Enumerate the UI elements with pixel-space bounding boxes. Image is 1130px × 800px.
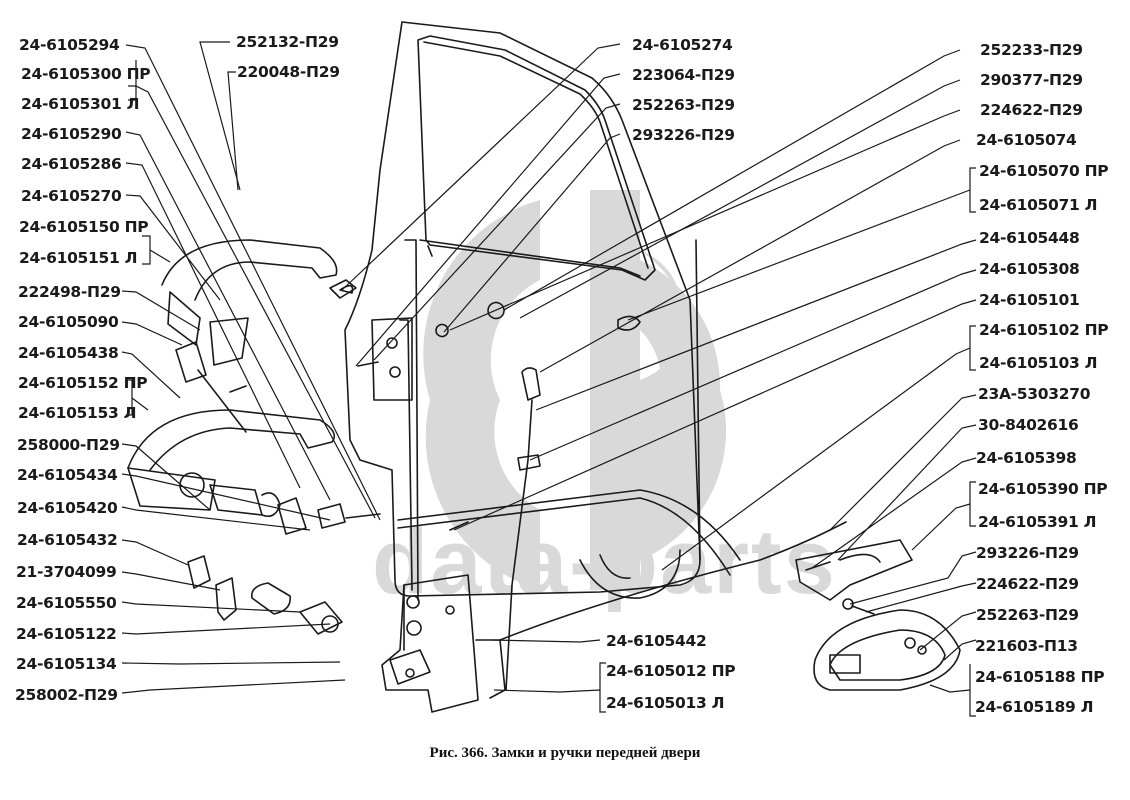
part-label: 258002-П29 xyxy=(15,686,118,704)
part-label: 24-6105308 xyxy=(979,260,1080,278)
leader-lines xyxy=(121,41,977,717)
part-label: 24-6105122 xyxy=(16,625,117,643)
part-label: 24-6105103 Л xyxy=(979,354,1098,372)
part-label: 24-6105390 ПР xyxy=(978,480,1108,498)
part-label: 24-6105151 Л xyxy=(19,249,138,267)
part-label: 24-6105134 xyxy=(16,655,117,673)
part-label: 252263-П29 xyxy=(632,96,735,114)
part-label: 24-6105070 ПР xyxy=(979,162,1109,180)
handle-bezel xyxy=(813,609,961,691)
watermark-logo xyxy=(423,190,727,590)
part-label: 293226-П29 xyxy=(976,544,1079,562)
part-label: 293226-П29 xyxy=(632,126,735,144)
lock-cylinder xyxy=(187,555,343,635)
lock-knob-rod xyxy=(505,367,541,691)
part-label: 24-6105420 xyxy=(17,499,118,517)
part-label: 252132-П29 xyxy=(236,33,339,51)
part-label: 252263-П29 xyxy=(976,606,1079,624)
part-label: 252233-П29 xyxy=(980,41,1083,59)
part-label: 21-3704099 xyxy=(16,563,117,581)
part-label: 24-6105294 xyxy=(19,36,120,54)
part-label: 24-6105188 ПР xyxy=(975,668,1105,686)
part-label: 24-6105074 xyxy=(976,131,1077,149)
part-label: 222498-П29 xyxy=(18,283,121,301)
part-label: 24-6105101 xyxy=(979,291,1080,309)
inside-handle xyxy=(795,539,913,615)
part-label: 24-6105102 ПР xyxy=(979,321,1109,339)
part-label: 24-6105013 Л xyxy=(606,694,725,712)
part-label: 24-6105300 ПР xyxy=(21,65,151,83)
part-label: 23А-5303270 xyxy=(978,385,1091,403)
part-label: 24-6105290 xyxy=(21,125,122,143)
part-label: 24-6105153 Л xyxy=(18,404,137,422)
part-label: 24-6105398 xyxy=(976,449,1077,467)
part-label: 290377-П29 xyxy=(980,71,1083,89)
door-window-frame xyxy=(417,35,656,281)
part-label: 223064-П29 xyxy=(632,66,735,84)
outer-handle-upper xyxy=(161,239,357,433)
part-label: 220048-П29 xyxy=(237,63,340,81)
part-label: 24-6105438 xyxy=(18,344,119,362)
part-label: 24-6105301 Л xyxy=(21,95,140,113)
part-label: 224622-П29 xyxy=(980,101,1083,119)
part-label: 24-6105152 ПР xyxy=(18,374,148,392)
part-label: 24-6105150 ПР xyxy=(19,218,149,236)
part-label: 24-6105270 xyxy=(21,187,122,205)
part-label: 24-6105442 xyxy=(606,632,707,650)
part-label: 30-8402616 xyxy=(978,416,1079,434)
part-label: 224622-П29 xyxy=(976,575,1079,593)
figure-caption: Рис. 366. Замки и ручки передней двери xyxy=(429,745,701,761)
part-label: 24-6105432 xyxy=(17,531,118,549)
part-label: 24-6105286 xyxy=(21,155,122,173)
part-label: 24-6105391 Л xyxy=(978,513,1097,531)
part-label: 24-6105550 xyxy=(16,594,117,612)
part-label: 24-6105090 xyxy=(18,313,119,331)
part-label: 24-6105434 xyxy=(17,466,118,484)
part-label: 24-6105274 xyxy=(632,36,733,54)
part-label: 24-6105071 Л xyxy=(979,196,1098,214)
door-latch xyxy=(381,574,506,713)
outer-handle-lower xyxy=(127,409,381,535)
part-label: 24-6105012 ПР xyxy=(606,662,736,680)
part-label: 24-6105448 xyxy=(979,229,1080,247)
part-label: 221603-П13 xyxy=(975,637,1078,655)
part-label: 258000-П29 xyxy=(17,436,120,454)
part-label: 24-6105189 Л xyxy=(975,698,1094,716)
release-cable xyxy=(499,529,831,641)
